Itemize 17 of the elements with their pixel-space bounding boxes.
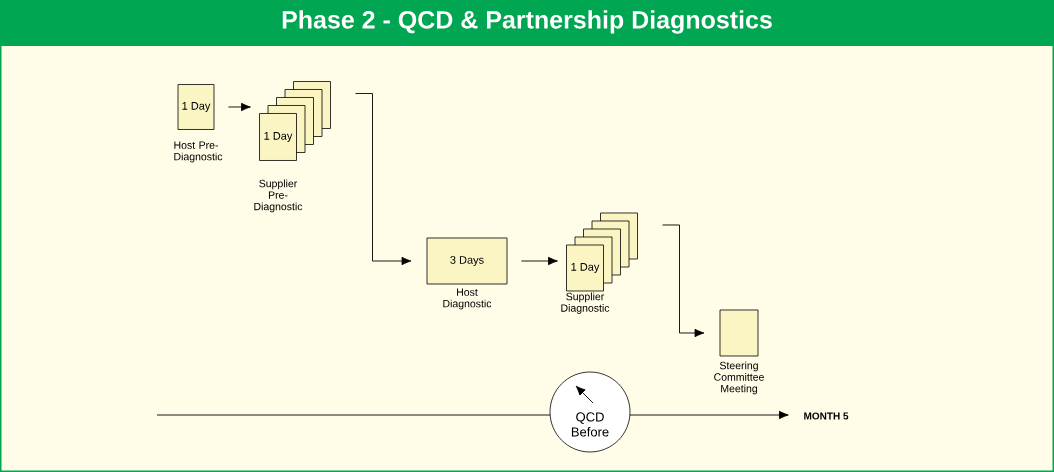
node-label: 1 Day [571,263,600,273]
node-label: Supplier Pre-Diagnostic [254,179,303,213]
process-box: 3 Days [426,237,508,285]
arrow [355,93,412,266]
node-label: Steering Committee Meeting [714,361,764,395]
axis-label: MONTH 5 [804,412,849,420]
document-stack: 1 Day [566,212,638,292]
node-label: Host Pre-Diagnostic [174,141,223,163]
process-box [719,309,759,357]
document-stack: 1 Day [259,81,331,161]
arrow [662,224,705,338]
node-label: Host Diagnostic [443,288,492,310]
arrow [227,102,251,112]
node-label: Supplier Diagnostic [561,292,610,314]
process-box: 1 Day [177,84,215,130]
title-bar: Phase 2 - QCD & Partnership Diagnostics [0,0,1054,46]
arrow [520,256,558,266]
